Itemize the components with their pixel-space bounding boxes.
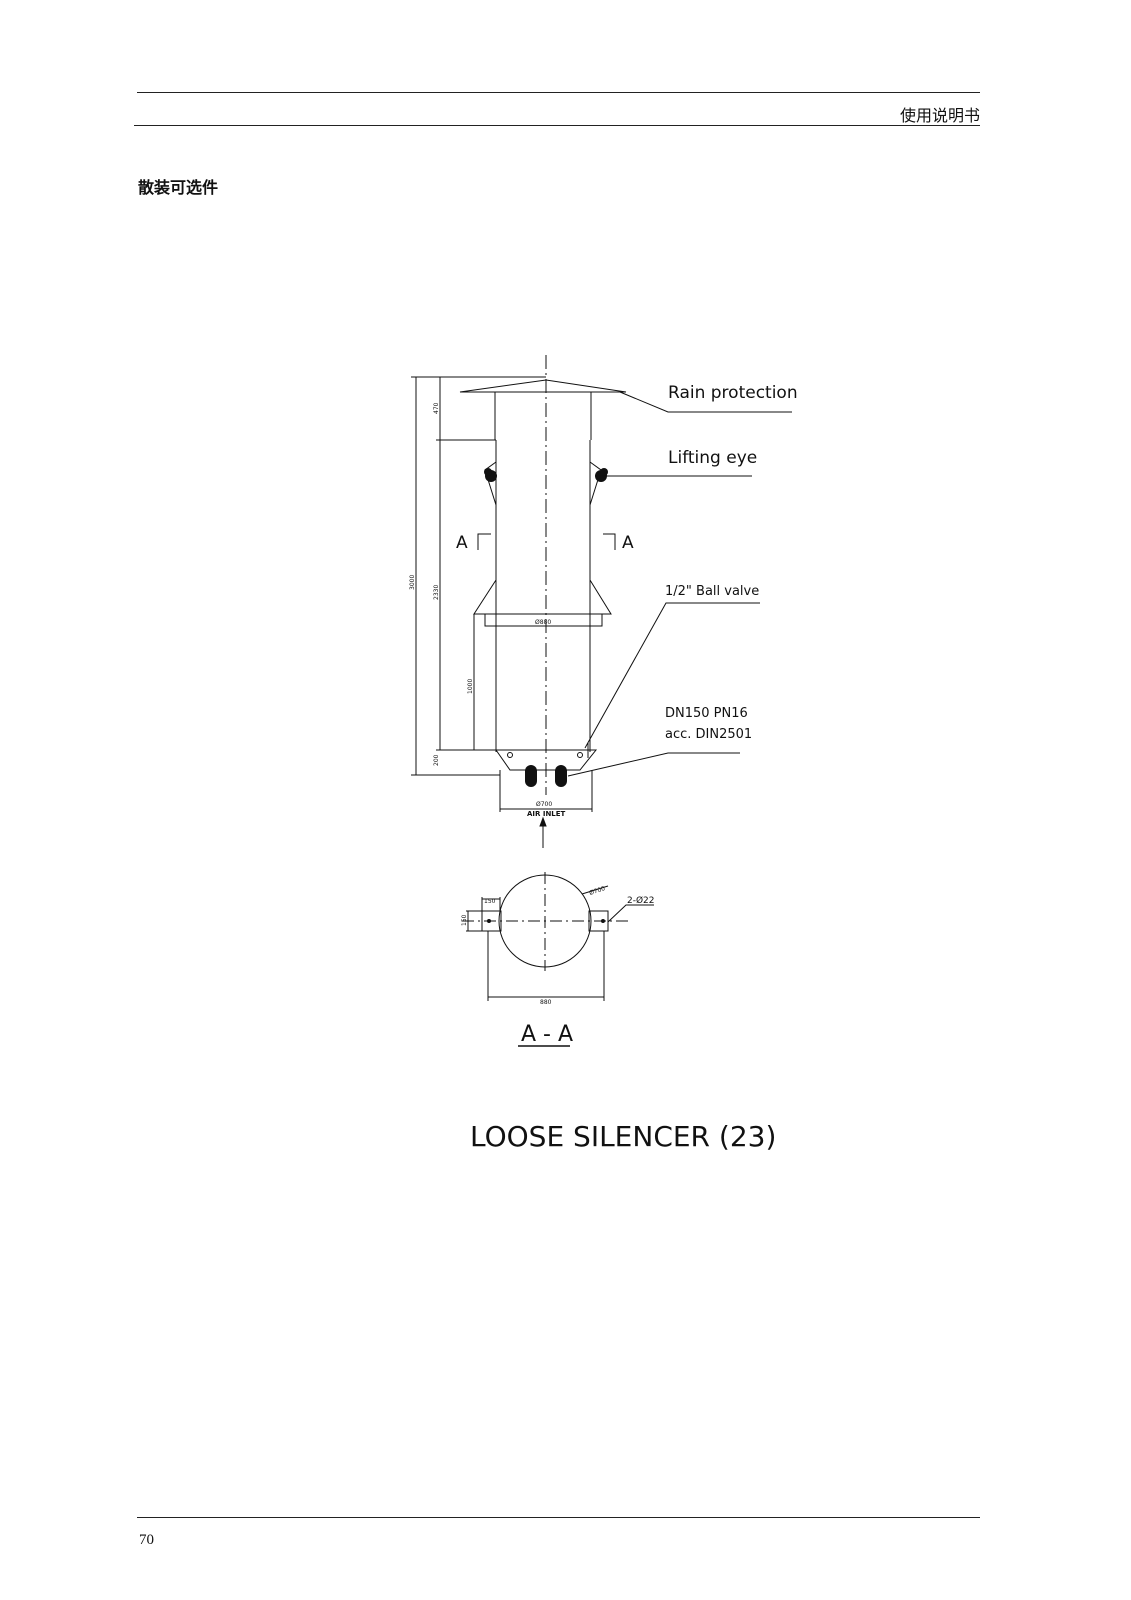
drawing-caption: LOOSE SILENCER (23): [470, 1120, 776, 1153]
drain-right: [555, 765, 567, 787]
dim-section-diameter: Ø700: [588, 885, 606, 897]
header-rule-bottom: [134, 125, 980, 126]
dim-section-bracket-width: 150: [484, 898, 496, 905]
section-mark-left: A: [456, 533, 468, 553]
dim-base-diameter: Ø700: [536, 801, 552, 808]
section-bracket-right: [588, 910, 609, 932]
dim-lower-height: 1000: [467, 679, 474, 694]
dim-base-height: 200: [433, 754, 440, 766]
section-bracket-left: [481, 910, 502, 932]
callout-flange-line2: acc. DIN2501: [665, 727, 752, 742]
callout-rain-protection: Rain protection: [668, 383, 798, 403]
document-title: 使用说明书: [899, 106, 980, 125]
dim-section-bracket-height: 150: [461, 914, 468, 926]
drain-left: [525, 765, 537, 787]
dim-section-holes: 2-Ø22: [627, 895, 655, 906]
rain-cap: [459, 379, 627, 393]
base-frame: [436, 749, 598, 771]
dim-overall-height: 3000: [409, 575, 416, 590]
dim-section-span: 880: [540, 999, 552, 1006]
dim-upper-diameter: Ø880: [535, 619, 551, 626]
page-number: 70: [139, 1532, 154, 1548]
section-mark-right: A: [622, 533, 634, 553]
callout-flange-line1: DN150 PN16: [665, 706, 748, 721]
footer-rule: [137, 1517, 980, 1518]
section-title: 散装可选件: [138, 178, 219, 197]
callout-lifting-eye: Lifting eye: [668, 448, 757, 468]
header-rule-top: [137, 92, 980, 93]
callout-ball-valve: 1/2" Ball valve: [665, 584, 759, 599]
air-inlet-label: AIR INLET: [527, 810, 566, 818]
section-view-label: A - A: [521, 1022, 573, 1047]
dim-cap-height: 470: [433, 402, 440, 414]
dim-body-height: 2330: [433, 585, 440, 600]
